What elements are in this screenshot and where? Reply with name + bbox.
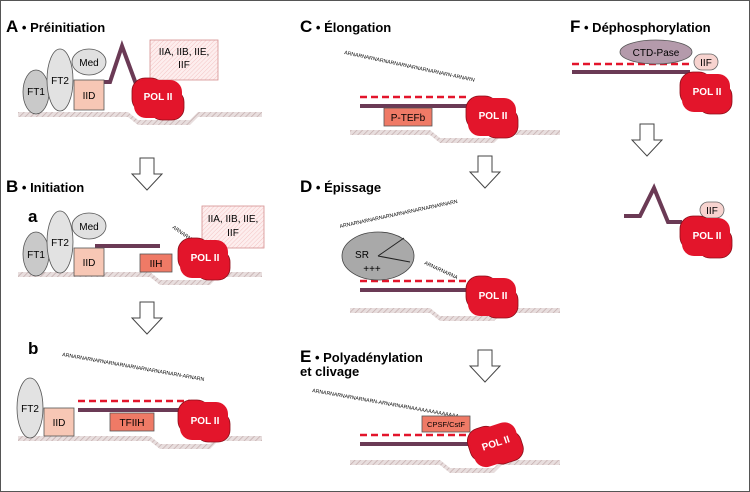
dna-track-c — [350, 130, 560, 143]
rna-tail-d: ARNARNARNA — [423, 260, 459, 281]
section-e-title: E • Polyadénylation — [300, 347, 423, 366]
iid-box-ba — [73, 247, 105, 277]
arrow-ba-bb — [130, 301, 164, 335]
pol2-tilted-e: POL II — [463, 416, 527, 474]
panel-dephosphorylation: F • Déphosphorylation CTD-Pase IIF POL I… — [570, 17, 733, 259]
panel-initiation-a: B • Initiation a FT1 FT2 Med IID IIH IIA… — [6, 177, 265, 285]
panel-initiation-b: b FT2 IID TFIIH ARNARNARNARNARNARNARNARN… — [16, 339, 262, 449]
gtf-label-ba-1: IIA, IIB, IIE, — [208, 214, 259, 225]
pol2-label-f1: POL II — [693, 87, 722, 98]
ft1-label-a: FT1 — [27, 87, 45, 98]
arrow-c-d — [468, 155, 502, 189]
cpsf-box-e — [421, 415, 471, 433]
iif-label-f2: IIF — [706, 206, 718, 217]
ft2-label-ba: FT2 — [51, 238, 69, 249]
ft2-label-bb: FT2 — [21, 404, 39, 415]
panel-epissage: D • Épissage ARNARNARNARNARNARNARNARNARN… — [300, 177, 560, 321]
ptefb-label-c: P-TEFb — [391, 113, 426, 124]
iih-box-ba — [139, 253, 173, 273]
dna-track-bb — [18, 436, 262, 449]
sr-charge-d: +++ — [363, 264, 381, 275]
med-label-ba: Med — [79, 222, 98, 233]
section-f-title: F • Déphosphorylation — [570, 17, 711, 36]
arrow-f — [630, 123, 664, 157]
cpsf-label-e: CPSF/CstF — [427, 420, 465, 429]
sub-b-label: b — [28, 339, 38, 358]
tfiih-label-bb: TFIIH — [120, 418, 145, 429]
iid-label-a: IID — [83, 91, 96, 102]
section-d-title: D • Épissage — [300, 177, 381, 196]
med-ellipse-a — [71, 48, 107, 76]
dna-track-d — [350, 308, 560, 321]
dna-track-e — [350, 460, 560, 473]
panel-elongation: C • Élongation P-TEFb ARNARNARNARNARNARN… — [300, 17, 560, 143]
rna-strand-c: ARNARNARNARNARNARNARNARNARNARN-ARNARN — [344, 50, 476, 84]
ft2-ellipse-a — [46, 48, 74, 112]
gtf-label-ba-2: IIF — [227, 228, 239, 239]
gtf-box-a — [149, 39, 219, 81]
sr-label-d: SR — [355, 250, 369, 261]
gtf-label-a-1: IIA, IIB, IIE, — [159, 47, 210, 58]
sr-line-1 — [377, 237, 405, 257]
iid-label-ba: IID — [83, 258, 96, 269]
iid-label-bb: IID — [53, 418, 66, 429]
rna-strand-e: ARNARNARNARNARNARN-ARNARNARNAAAAAAAAAAAA… — [312, 388, 460, 420]
arrow-d-e — [468, 349, 502, 383]
sr-line-2 — [377, 255, 411, 263]
pol2-label-d: POL II — [479, 291, 508, 302]
ctd-ellipse-f — [619, 39, 693, 65]
med-label-a: Med — [79, 58, 98, 69]
section-b-title: B • Initiation — [6, 177, 84, 196]
arrow-a-b — [130, 157, 164, 191]
dna-loop-f — [624, 183, 682, 224]
section-e-title2: et clivage — [300, 364, 359, 379]
sub-a-label: a — [28, 207, 38, 226]
ctd-label-f: CTD-Pase — [633, 48, 680, 59]
pol2-label-bb: POL II — [191, 416, 220, 427]
ft2-label-a: FT2 — [51, 76, 69, 87]
ft2-ellipse-bb — [16, 377, 44, 439]
pol2-label-ba: POL II — [191, 253, 220, 264]
gtf-label-a-2: IIF — [178, 60, 190, 71]
tfiih-box-bb — [109, 412, 155, 432]
dna-track-a — [18, 112, 262, 125]
ft2-ellipse-ba — [46, 210, 74, 274]
section-c-title: C • Élongation — [300, 17, 391, 36]
pol2-label-a: POL II — [144, 92, 173, 103]
pol2-label-c: POL II — [479, 111, 508, 122]
iih-label-ba: IIH — [150, 259, 163, 270]
ptefb-box-c — [383, 107, 433, 127]
pol2-label-f2: POL II — [693, 231, 722, 242]
rna-strand-bb: ARNARNARNARNARNARNARNARNARNARNARN-ARNARN — [62, 352, 205, 383]
iid-box-bb — [43, 407, 75, 437]
med-ellipse-ba — [71, 212, 107, 240]
section-a-title: A • Préinitiation — [6, 17, 105, 36]
panel-polyadenylation: E • Polyadénylation et clivage ARNARNARN… — [300, 347, 560, 474]
iif-box-f1 — [693, 53, 719, 71]
ft1-label-ba: FT1 — [27, 250, 45, 261]
iid-box-a — [73, 79, 105, 111]
rna-strand-d: ARNARNARNARNARNARNARNARNARNARNARN — [339, 199, 458, 230]
panel-preinitiation: A • Préinitiation FT1 FT2 Med IID IIA, I… — [6, 17, 262, 125]
iif-label-f1: IIF — [700, 58, 712, 69]
